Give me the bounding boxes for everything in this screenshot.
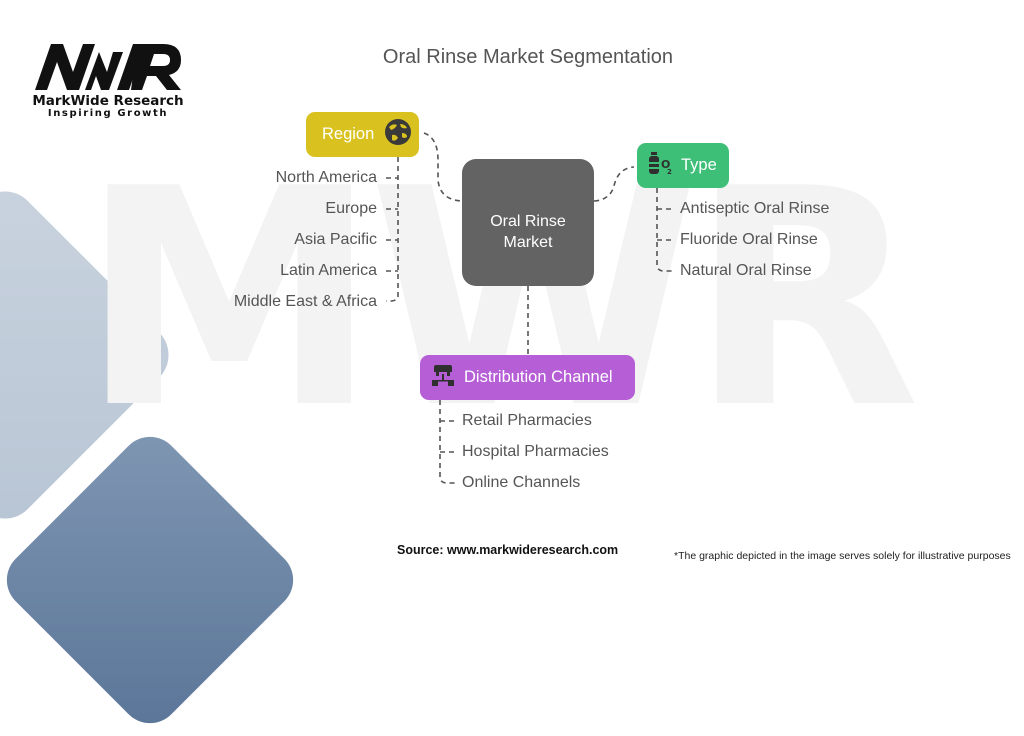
company-logo: MarkWide Research Inspiring Growth [28,40,188,119]
type-item: Natural Oral Rinse [680,262,812,279]
connector-type-center [593,166,635,202]
logo-tagline: Inspiring Growth [47,108,169,119]
mwr-logo-mark [35,44,181,90]
category-type-label: Type [681,156,717,174]
diagram-title: Oral Rinse Market Segmentation [382,46,674,68]
center-node-line2: Market [503,233,553,251]
center-node-oral-rinse-market: Oral Rinse Market [462,159,594,286]
region-item: Asia Pacific [294,231,377,248]
connector-region-spine [386,157,399,302]
network-hierarchy-icon [430,362,456,393]
svg-text:O: O [661,158,670,171]
connector-distribution-spine [439,400,455,484]
category-distribution-channel: Distribution Channel [420,355,635,400]
connector-region-center [423,132,463,202]
category-region: Region [306,112,419,157]
connector-lines [386,132,672,484]
distribution-item: Retail Pharmacies [462,412,592,429]
source-citation: Source: www.markwideresearch.com [397,543,619,557]
region-item: Middle East & Africa [233,293,377,310]
category-type: O 2 Type [637,143,729,188]
svg-text:2: 2 [667,168,672,176]
category-distribution-label: Distribution Channel [464,368,613,386]
distribution-item: Online Channels [462,474,581,491]
distribution-item: Hospital Pharmacies [462,443,609,460]
region-item: North America [275,169,377,186]
logo-company-name: MarkWide Research [32,93,184,109]
oxygen-cylinder-icon: O 2 [647,150,673,181]
category-region-label: Region [322,125,375,143]
type-item: Antiseptic Oral Rinse [680,200,830,217]
region-item: Latin America [280,262,377,279]
region-item: Europe [325,200,377,217]
center-node-line1: Oral Rinse [490,212,566,230]
connector-type-spine [656,188,672,272]
disclaimer-note: *The graphic depicted in the image serve… [674,550,1011,562]
globe-icon [383,117,413,152]
type-item: Fluoride Oral Rinse [680,231,818,248]
